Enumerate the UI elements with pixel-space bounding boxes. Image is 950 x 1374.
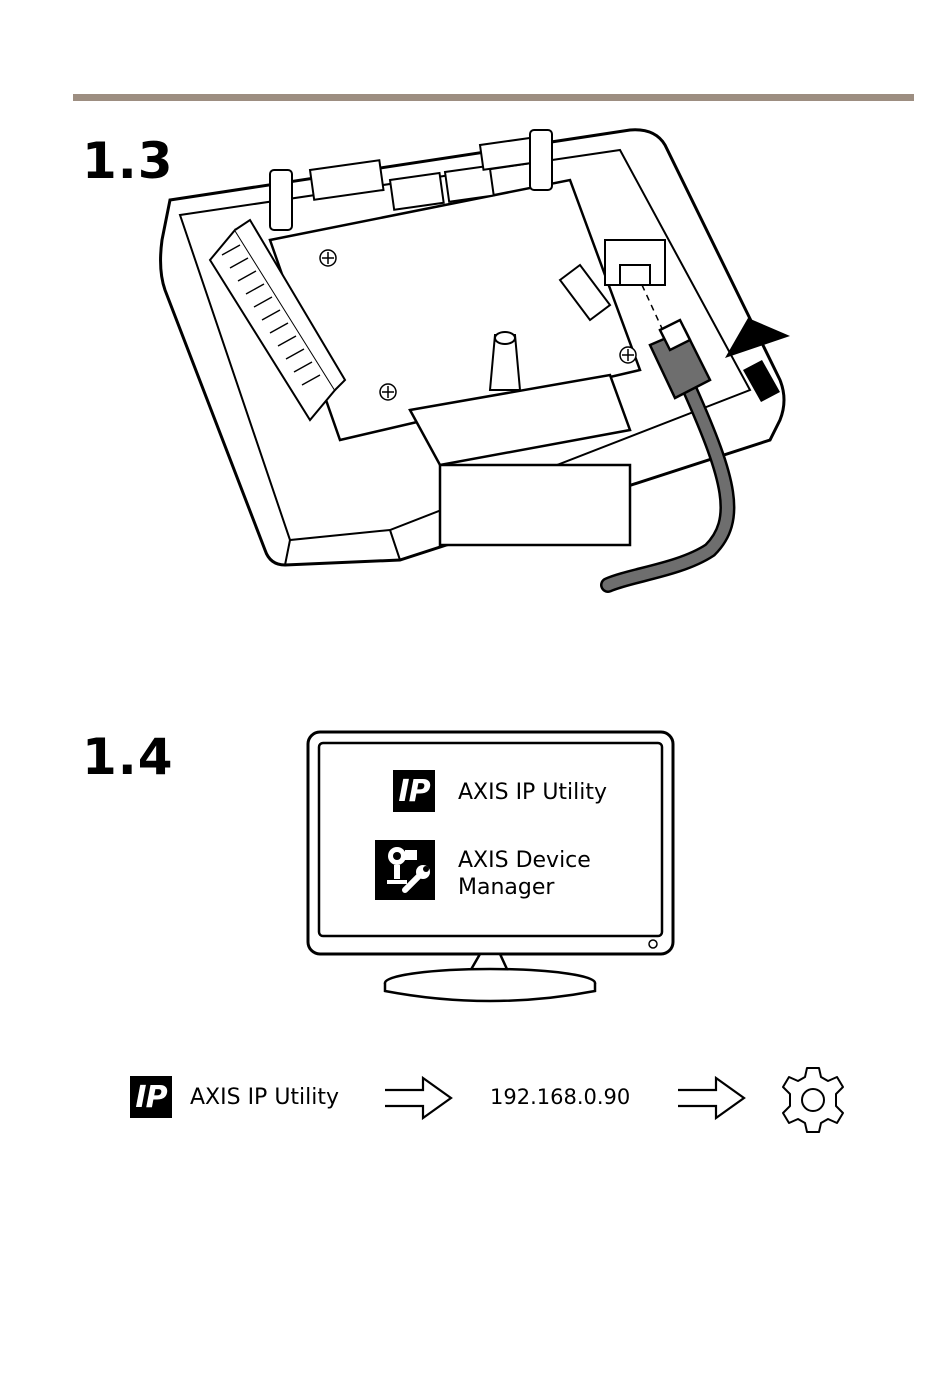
ip-address: 192.168.0.90 [490,1085,630,1109]
device-manager-icon [375,840,435,900]
arrow-right-icon [676,1075,748,1121]
device-illustration [150,120,790,600]
arrow-right-icon [383,1075,455,1121]
network-port [605,240,665,285]
step-number-1-4: 1.4 [82,732,174,782]
monitor-app-ip-utility-label: AXIS IP Utility [458,780,607,805]
monitor-app-device-manager-label-1: AXIS Device [458,848,591,873]
flow-app-label: AXIS IP Utility [190,1085,339,1110]
top-rule [73,94,914,101]
monitor-app-device-manager-label-2: Manager [458,875,554,900]
gear-icon [776,1065,850,1135]
ip-utility-icon: IP [393,770,435,812]
flow-ip-utility-icon: IP [130,1076,172,1118]
